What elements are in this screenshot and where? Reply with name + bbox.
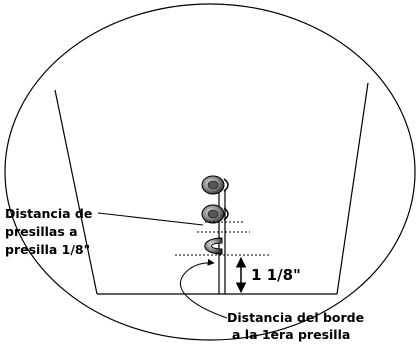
edge-distance-label: Distancia del borde a la 1era presilla (227, 310, 368, 342)
garment-outline (54, 82, 369, 295)
button-icon (201, 204, 229, 224)
edge-distance-line-2: a la 1era presilla (232, 327, 350, 342)
presilla-leader (97, 212, 204, 226)
button-icon (201, 175, 229, 195)
dimension-label: 1 1/8" (251, 266, 301, 284)
frame-ellipse (4, 3, 416, 341)
presilla-loop-icon (204, 237, 223, 255)
reference-lines (175, 221, 270, 256)
edge-distance-line-1: Distancia del borde (227, 310, 364, 325)
presilla-gap-label: Distancia de presillas a presilla 1/8" (5, 206, 97, 257)
presilla-gap-line-3: presilla 1/8" (5, 242, 90, 257)
presilla-gap-line-1: Distancia de (5, 206, 92, 221)
presilla-gap-line-2: presillas a (5, 224, 78, 239)
edge-leader (180, 258, 228, 319)
